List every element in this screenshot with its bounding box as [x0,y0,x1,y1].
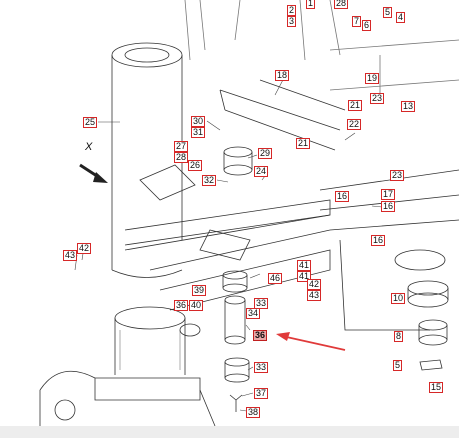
callout-22a: 21 [348,100,363,111]
callout-6: 6 [362,20,372,31]
callout-26: 25 [83,117,98,128]
callout-42a: 41 [297,260,312,271]
callout-31: 30 [191,116,206,127]
callout-13: 13 [401,101,416,112]
lower-housing [39,306,216,427]
callout-3: 3 [287,16,297,27]
callout-1: 1 [306,0,316,9]
callout-16a: 16 [335,191,350,202]
callout-35: 34 [246,308,261,319]
callout-28: 27 [174,141,189,152]
callout-36-highlighted: 36 [253,330,268,341]
callout-15: 15 [429,382,444,393]
lower-boom [124,199,331,311]
callout-29: 28 [174,152,189,163]
direction-label: X [85,141,93,153]
callout-23: 22 [347,119,362,130]
callout-16b: 16 [381,201,396,212]
bushing-stack [222,270,250,412]
direction-arrow-x [79,163,108,183]
base-casting [319,169,459,331]
callout-10: 10 [391,293,406,304]
callout-22b: 21 [296,138,311,149]
callout-42b: 41 [297,271,312,282]
callout-30: 29 [258,148,273,159]
callout-32: 31 [191,127,206,138]
callout-41: 40 [189,300,204,311]
callout-17: 17 [381,189,396,200]
callout-24b: 23 [390,170,405,181]
callout-38: 37 [254,388,269,399]
callout-39: 38 [246,407,261,418]
callout-27: 26 [188,160,203,171]
callout-8: 8 [394,331,404,342]
callout-18: 18 [275,70,290,81]
callout-16c: 16 [371,235,386,246]
highlight-arrow [276,332,346,351]
upper-arm [219,79,346,151]
callout-21: 28 [334,0,349,9]
callout-24a: 23 [370,93,385,104]
footer-strip [0,426,459,438]
callout-46: 46 [268,273,283,284]
callout-44b: 43 [307,290,322,301]
callout-19: 19 [365,73,380,84]
callout-7: 7 [352,16,362,27]
callout-34b: 33 [254,362,269,373]
callout-34a: 33 [254,298,269,309]
callout-40: 39 [192,285,207,296]
callout-5-bottom: 5 [393,360,403,371]
callout-33: 32 [202,175,217,186]
callout-2: 2 [287,5,297,16]
callout-44a: 43 [63,250,78,261]
callout-4: 4 [396,12,406,23]
callout-43a: 42 [77,243,92,254]
callout-25: 24 [254,166,269,177]
callout-37: 36 [174,300,189,311]
callout-43b: 42 [307,279,322,290]
callout-5-top: 5 [383,7,393,18]
